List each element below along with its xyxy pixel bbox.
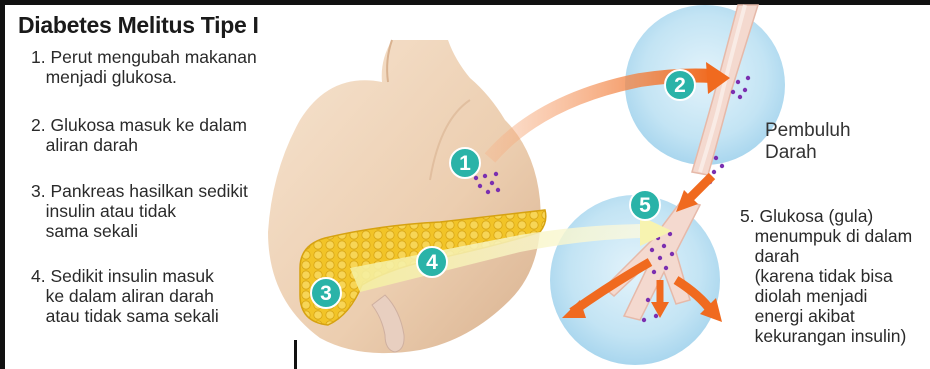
- step-line: 4. Sedikit insulin masuk: [31, 266, 219, 286]
- step-line: menumpuk di dalam: [740, 226, 912, 246]
- step-line: aliran darah: [31, 135, 247, 155]
- svg-text:1: 1: [459, 152, 471, 175]
- badge-2: 2: [665, 70, 695, 100]
- step-line: sama sekali: [31, 221, 248, 241]
- badge-5: 5: [630, 190, 660, 220]
- step-line: ke dalam aliran darah: [31, 286, 219, 306]
- page-title: Diabetes Melitus Tipe I: [18, 12, 259, 39]
- vessel-label: Pembuluh Darah: [765, 120, 851, 164]
- step-line: darah: [740, 246, 912, 266]
- vessel-label-line: Darah: [765, 142, 851, 164]
- vessel-label-line: Pembuluh: [765, 120, 851, 142]
- step-line: 2. Glukosa masuk ke dalam: [31, 115, 247, 135]
- badge-1: 1: [450, 148, 480, 178]
- svg-text:4: 4: [426, 251, 438, 274]
- step-line: 5. Glukosa (gula): [740, 206, 912, 226]
- step-line: insulin atau tidak: [31, 201, 248, 221]
- svg-text:5: 5: [639, 194, 651, 217]
- step-line: menjadi glukosa.: [31, 67, 257, 87]
- step-line: (karena tidak bisa: [740, 266, 912, 286]
- step-1-text: 1. Perut mengubah makanan menjadi glukos…: [31, 47, 257, 87]
- vessel-circle-bottom: [550, 195, 722, 365]
- step-line: energi akibat: [740, 306, 912, 326]
- badge-3: 3: [311, 278, 341, 308]
- svg-text:2: 2: [674, 74, 686, 97]
- step-2-text: 2. Glukosa masuk ke dalam aliran darah: [31, 115, 247, 155]
- step-5-text: 5. Glukosa (gula) menumpuk di dalam dara…: [740, 206, 912, 346]
- step-line: kekurangan insulin): [740, 326, 912, 346]
- step-3-text: 3. Pankreas hasilkan sedikit insulin ata…: [31, 181, 248, 241]
- step-line: atau tidak sama sekali: [31, 306, 219, 326]
- step-line: 1. Perut mengubah makanan: [31, 47, 257, 67]
- step-line: diolah menjadi: [740, 286, 912, 306]
- step-4-text: 4. Sedikit insulin masuk ke dalam aliran…: [31, 266, 219, 326]
- svg-text:3: 3: [320, 282, 332, 305]
- vessel-circle-top: [625, 5, 785, 184]
- arrow-vessel-down: [690, 176, 712, 198]
- step-line: 3. Pankreas hasilkan sedikit: [31, 181, 248, 201]
- badge-4: 4: [417, 247, 447, 277]
